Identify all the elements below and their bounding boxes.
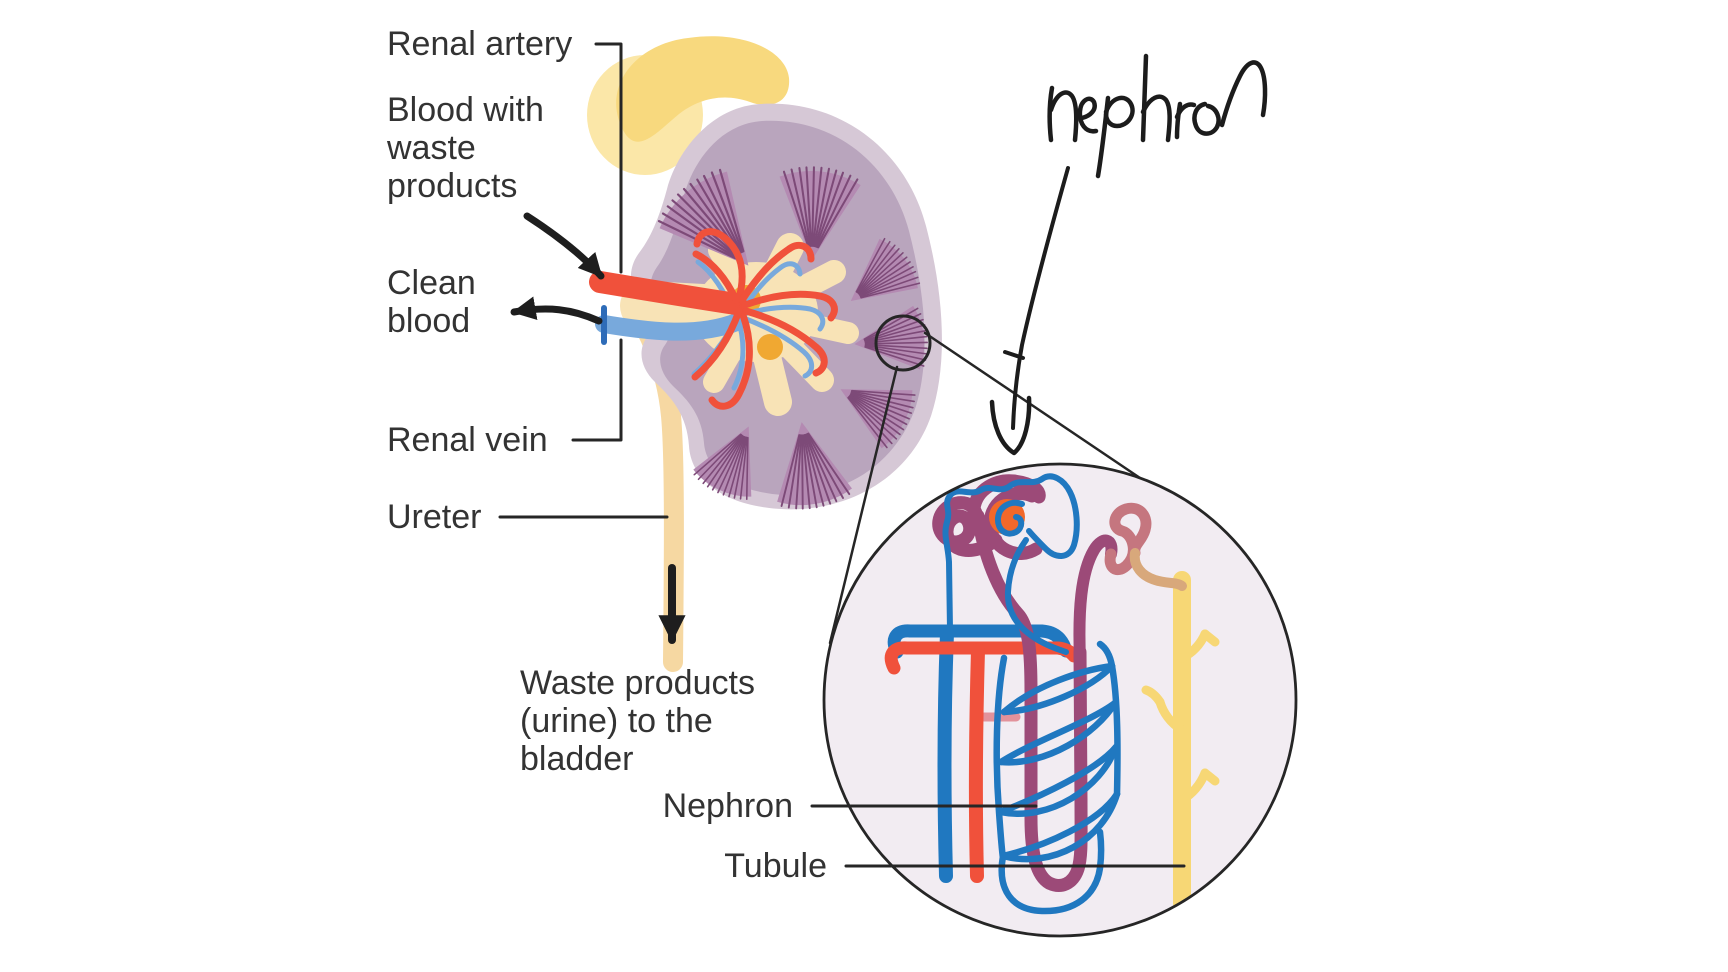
- magnified-circle-outline: [822, 462, 1298, 938]
- nephron-magnified-view: [810, 462, 1298, 938]
- label-waste-products: Waste products (urine) to the bladder: [520, 664, 755, 778]
- label-renal-artery: Renal artery: [387, 25, 573, 63]
- blood-flow-arrows: [510, 212, 605, 325]
- blood-out-arrow: [510, 296, 603, 325]
- distal-tubule: [1104, 502, 1152, 575]
- blood-in-arrow: [523, 212, 605, 280]
- kidney-illustration: [587, 36, 942, 672]
- capillary-network: [942, 473, 1121, 915]
- renal-vein-connector: [571, 338, 623, 442]
- magnifier-line-lower: [828, 365, 899, 645]
- handwritten-word-nephron: [1047, 53, 1268, 179]
- label-ureter: Ureter: [387, 498, 482, 536]
- label-line: products: [387, 167, 518, 205]
- collecting-duct: [1141, 571, 1220, 912]
- handwritten-nephron-annotation: [989, 53, 1268, 456]
- label-clean-blood: Clean blood: [387, 264, 476, 340]
- label-line: blood: [387, 302, 471, 340]
- label-line: Blood with: [387, 91, 544, 129]
- proximal-tubule: [932, 496, 1003, 557]
- label-nephron: Nephron: [662, 787, 793, 825]
- label-line: (urine) to the: [520, 702, 713, 740]
- adrenal-gland: [587, 36, 790, 175]
- label-tubule: Tubule: [724, 847, 827, 885]
- nephron-tubule-pointers: [810, 804, 1186, 868]
- handwritten-arrow: [989, 166, 1070, 456]
- magnifier-line-upper: [923, 331, 1145, 482]
- magnifier-small-circle: [874, 314, 932, 372]
- capillary-mesh: [993, 640, 1121, 915]
- magnifier-callout: [828, 314, 1145, 645]
- renal-artery-vessel: [589, 228, 838, 410]
- connecting-tubule: [1129, 548, 1187, 591]
- ascending-limb: [1073, 534, 1118, 666]
- label-connectors: [498, 42, 669, 519]
- label-line: Clean: [387, 264, 476, 302]
- label-line: waste: [387, 129, 476, 167]
- label-renal-vein: Renal vein: [387, 421, 548, 459]
- label-line: Waste products: [520, 664, 755, 702]
- renal-artery-connector: [594, 42, 623, 274]
- label-blood-with-waste: Blood with waste products: [387, 91, 544, 205]
- nephron-vein: [887, 624, 1073, 883]
- label-line: bladder: [520, 740, 634, 778]
- nephron-artery: [884, 641, 1081, 883]
